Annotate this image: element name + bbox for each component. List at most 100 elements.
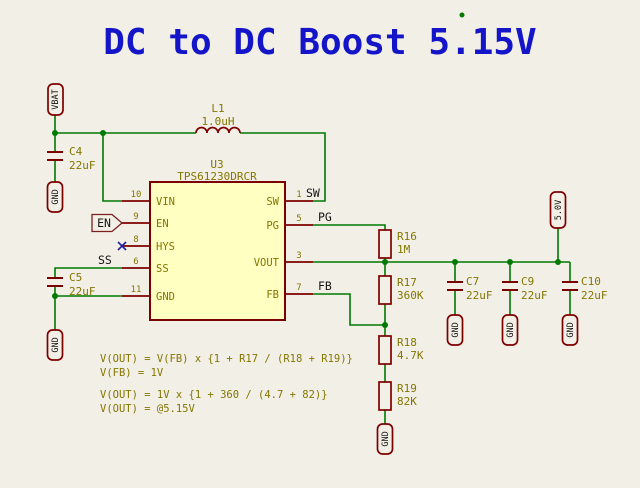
- net-label-sw: SW: [306, 186, 320, 200]
- net-label-ss: SS: [98, 253, 112, 267]
- capacitor-ref: C10: [581, 275, 601, 288]
- pin-number: 6: [133, 257, 138, 267]
- resistor-value: 1M: [397, 243, 411, 256]
- capacitor-value: 22uF: [581, 289, 608, 302]
- resistor-R16: R16 1M: [378, 229, 417, 259]
- capacitor-ref: C5: [69, 271, 82, 284]
- resistor-ref: R18: [397, 336, 417, 349]
- ic-U3: U3 TPS61230DRCR 10 9 8 6 11 1 5 3 7 VIN …: [117, 158, 313, 321]
- resistor-symbol: [378, 275, 392, 305]
- pin-name: SW: [266, 196, 279, 208]
- power-flag-outline: [446, 314, 464, 346]
- junction-dot: [100, 130, 106, 136]
- power-flag-gnd-r19: GND: [376, 423, 394, 455]
- power-flag-gnd-label: GND: [381, 431, 391, 446]
- capacitor-value: 22uF: [466, 289, 493, 302]
- power-flag-vbat: VBAT: [47, 83, 64, 116]
- resistor-symbol: [378, 335, 392, 365]
- junction-dot: [507, 259, 513, 265]
- resistor-ref: R16: [397, 230, 417, 243]
- power-flag-outline: [561, 314, 579, 346]
- power-flag-gnd-c5: GND: [46, 329, 64, 361]
- pin-number: 3: [296, 251, 301, 261]
- resistor-value: 4.7K: [397, 349, 424, 362]
- pin-number: 7: [296, 283, 301, 293]
- ic-ref: U3: [210, 158, 223, 171]
- power-flag-gnd-label: GND: [51, 337, 61, 352]
- pin-name: EN: [156, 218, 169, 230]
- resistor-value: 360K: [397, 289, 424, 302]
- pin-name: PG: [266, 220, 279, 232]
- capacitor-ref: C7: [466, 275, 479, 288]
- note-line: V(OUT) = @5.15V: [100, 403, 196, 415]
- capacitor-C10: C10 22uF: [562, 275, 608, 302]
- power-flag-gnd-label: GND: [566, 322, 576, 337]
- power-flag-outline: [46, 329, 64, 361]
- note-line: V(OUT) = 1V x {1 + 360 / (4.7 + 82)}: [100, 389, 328, 401]
- power-flag-outline: [549, 191, 567, 229]
- resistor-ref: R19: [397, 382, 417, 395]
- power-flag-outline: [376, 423, 394, 455]
- capacitor-C4: C4 22uF: [47, 145, 96, 172]
- power-flag-gnd-c9: GND: [501, 314, 519, 346]
- pin-name: VOUT: [254, 257, 280, 269]
- resistor-R19: R19 82K: [378, 381, 417, 411]
- resistor-ref: R17: [397, 276, 417, 289]
- resistor-R18: R18 4.7K: [378, 335, 424, 365]
- capacitor-value: 22uF: [69, 159, 96, 172]
- power-flag-5v0: 5.0V: [549, 191, 567, 229]
- junction-dot: [52, 293, 58, 299]
- pin-name: HYS: [156, 241, 175, 253]
- capacitor-C7: C7 22uF: [447, 275, 493, 302]
- pin-name: VIN: [156, 196, 175, 208]
- capacitor-symbol: [47, 277, 63, 287]
- pin-number: 10: [131, 190, 142, 200]
- pin-name: FB: [266, 289, 279, 301]
- power-flag-gnd-c10: GND: [561, 314, 579, 346]
- resistor-value: 82K: [397, 395, 417, 408]
- power-flag-outline: [501, 314, 519, 346]
- capacitor-symbol: [447, 281, 463, 291]
- capacitor-symbol: [562, 281, 578, 291]
- no-connect-x-icon: [117, 241, 127, 251]
- inductor-L1: L1 1.0uH: [195, 102, 241, 134]
- pin-name: GND: [156, 291, 175, 303]
- power-flag-outline: [47, 83, 64, 116]
- power-flag-gnd-label: GND: [506, 322, 516, 337]
- power-flag-gnd-label: GND: [451, 322, 461, 337]
- net-label-en-text: EN: [97, 216, 111, 230]
- inductor-symbol: [195, 126, 241, 134]
- note-line: V(FB) = 1V: [100, 367, 164, 379]
- capacitor-value: 22uF: [521, 289, 548, 302]
- junction-dot: [452, 259, 458, 265]
- ic-value: TPS61230DRCR: [177, 170, 257, 183]
- notes-block: V(OUT) = V(FB) x {1 + R17 / (R18 + R19)}…: [100, 353, 353, 415]
- net-label-fb: FB: [318, 279, 332, 293]
- power-flag-vbat-label: VBAT: [51, 89, 61, 109]
- inductor-ref: L1: [211, 102, 224, 115]
- capacitor-ref: C4: [69, 145, 83, 158]
- junction-dot: [382, 259, 388, 265]
- inductor-value: 1.0uH: [201, 115, 234, 128]
- resistor-R17: R17 360K: [378, 275, 424, 305]
- pin-number: 1: [296, 190, 301, 200]
- power-flag-outline: [46, 181, 64, 213]
- junction-dot: [555, 259, 561, 265]
- net-label-pg: PG: [318, 210, 332, 224]
- ic-body: [149, 181, 286, 321]
- pin-name: SS: [156, 263, 169, 275]
- global-label-outline: [91, 213, 124, 233]
- power-flag-gnd-label: GND: [51, 189, 61, 204]
- capacitor-C5: C5 22uF: [47, 271, 96, 298]
- junction-dot: [52, 130, 58, 136]
- resistor-symbol: [378, 229, 392, 259]
- junction-dots: [52, 130, 561, 328]
- schematic-title: DC to DC Boost 5.15V: [103, 22, 536, 63]
- pin-number: 8: [133, 235, 138, 245]
- power-flag-gnd-c7: GND: [446, 314, 464, 346]
- capacitor-symbol: [502, 281, 518, 291]
- capacitor-C9: C9 22uF: [502, 275, 548, 302]
- net-label-en: EN: [91, 213, 124, 233]
- capacitor-value: 22uF: [69, 285, 96, 298]
